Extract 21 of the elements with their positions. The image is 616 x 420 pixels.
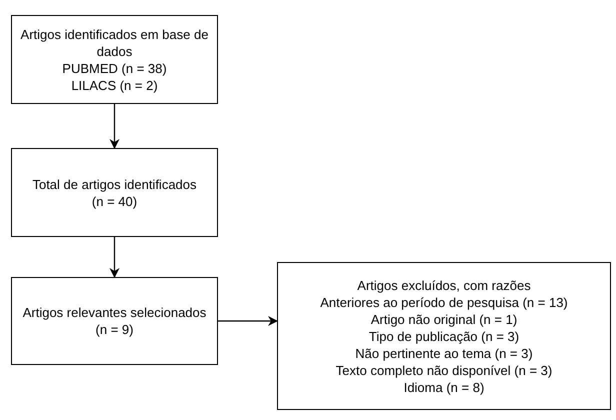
arrow bbox=[110, 104, 120, 149]
box-text: Artigos identificados em base de dados bbox=[20, 26, 209, 60]
arrow bbox=[218, 316, 278, 326]
arrow bbox=[110, 237, 120, 278]
box-text: Não pertinente ao tema (n = 3) bbox=[355, 344, 533, 362]
box-text: LILACS (n = 2) bbox=[71, 76, 158, 94]
box-text: Idioma (n = 8) bbox=[404, 378, 484, 396]
process-box bbox=[11, 277, 218, 365]
box-text: Tipo de publicação (n = 3) bbox=[368, 328, 520, 344]
box-text: Texto completo não disponível (n = 3) bbox=[336, 362, 552, 378]
box-text: Anteriores ao período de pesquisa (n = 13) bbox=[320, 294, 568, 310]
box-text: Artigo não original (n = 1) bbox=[370, 310, 518, 328]
box-text: Total de artigos identificados bbox=[32, 176, 197, 192]
box-text: Artigos relevantes selecionados bbox=[22, 304, 206, 321]
box-text: PUBMED (n = 38) bbox=[62, 60, 167, 76]
process-box bbox=[277, 262, 611, 410]
process-box bbox=[11, 15, 218, 104]
box-text: Artigos excluídos, com razões bbox=[357, 276, 531, 294]
process-box bbox=[11, 148, 218, 237]
box-text: (n = 9) bbox=[96, 321, 134, 338]
box-text: (n = 40) bbox=[92, 192, 138, 210]
